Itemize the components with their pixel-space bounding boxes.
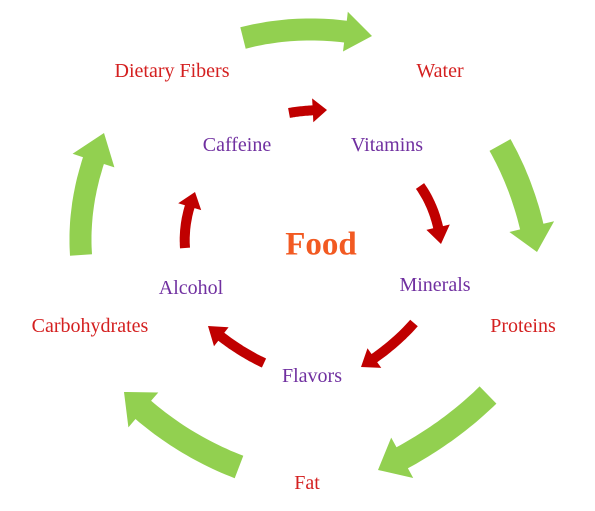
center-label: Food (285, 226, 357, 263)
outer-arrow-top (240, 11, 372, 52)
outer-label-fat: Fat (294, 472, 320, 494)
inner-label-vitamins: Vitamins (350, 134, 424, 156)
inner-label-alcohol: Alcohol (158, 277, 224, 299)
outer-arrow-bottom-right (378, 386, 497, 478)
outer-label-water: Water (416, 60, 464, 82)
inner-arrow-left (178, 192, 202, 249)
inner-arrow-top (288, 98, 327, 123)
inner-label-caffeine: Caffeine (202, 134, 272, 156)
outer-arrow-bottom-left (124, 392, 244, 479)
inner-arrow-bottom-right (361, 319, 418, 368)
outer-arrow-right (489, 139, 555, 252)
outer-arrow-left (69, 133, 115, 256)
outer-label-proteins: Proteins (490, 315, 556, 337)
inner-arrow-right (415, 183, 450, 244)
inner-arrow-bottom-left (208, 326, 267, 368)
outer-arrow-group (69, 11, 555, 479)
inner-arrow-group (178, 98, 450, 368)
outer-label-carbohydrates: Carbohydrates (31, 315, 149, 337)
inner-label-minerals: Minerals (399, 274, 471, 296)
inner-label-flavors: Flavors (282, 365, 342, 387)
outer-label-dietary-fibers: Dietary Fibers (114, 60, 230, 82)
